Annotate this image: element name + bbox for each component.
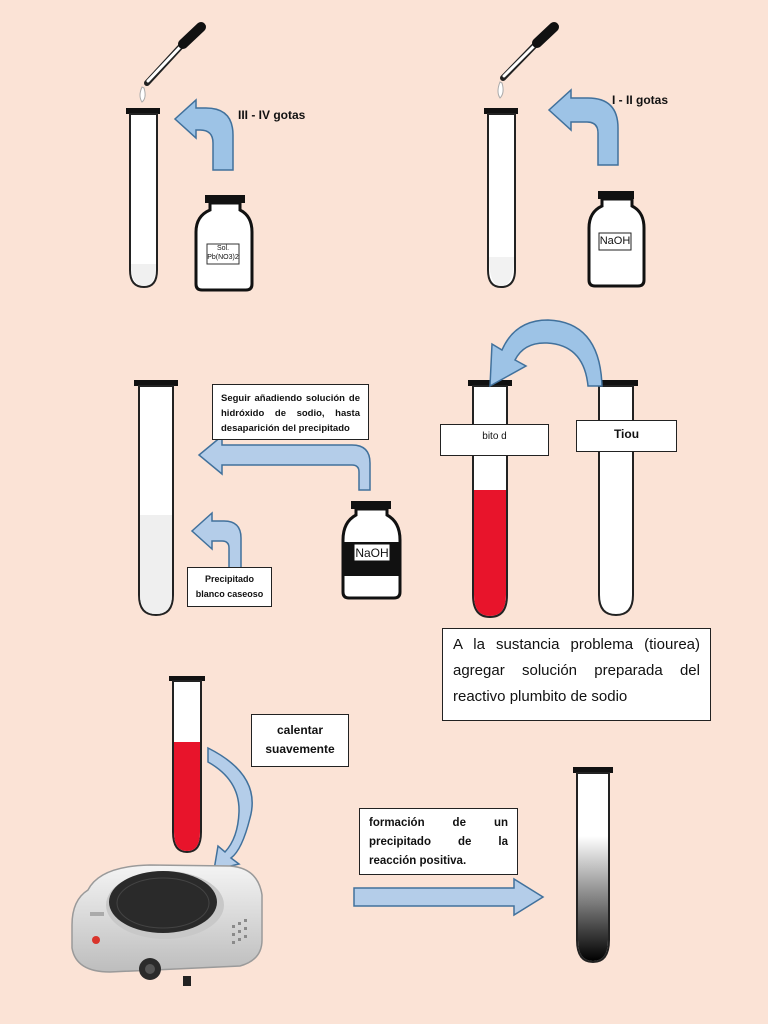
dropper-1	[139, 22, 206, 103]
precipitate-box: Precipitado blanco caseoso	[187, 567, 272, 607]
arrow-3-short	[190, 511, 242, 569]
arrow-2	[547, 88, 619, 166]
bottle-naoh-1	[587, 191, 646, 288]
hot-plate	[71, 864, 263, 986]
instruction-box: A la sustancia problema (tiourea) agrega…	[442, 628, 711, 721]
tube-label-right: Tiou	[576, 420, 677, 452]
dropper-2	[497, 22, 559, 99]
bottle-naoh-label-2: NaOH	[355, 546, 389, 560]
bottle-naoh-label-1: NaOH	[599, 235, 631, 247]
heat-box: calentar suavemente	[251, 714, 349, 767]
test-tube-black-precipitate	[573, 767, 613, 964]
tube-label-left: bito d	[440, 424, 549, 456]
arrow-right	[353, 877, 545, 917]
test-tube-1	[126, 108, 160, 289]
arrow-3-long	[197, 434, 371, 491]
drops-label-iii-iv: III - IV gotas	[238, 108, 306, 122]
test-tube-red	[468, 380, 512, 619]
arrow-1	[173, 98, 234, 171]
bottle-naoh-2	[341, 501, 402, 600]
test-tube-2	[484, 108, 518, 289]
test-tube-white	[594, 380, 638, 617]
test-tube-heating	[169, 676, 205, 854]
curved-arrow-heat	[207, 746, 253, 871]
bottle-pb-label-line1: Sol.	[216, 245, 230, 252]
drops-label-i-ii: I - II gotas	[612, 93, 669, 107]
formation-box: formación de un precipitado de la reacci…	[359, 808, 518, 875]
test-tube-3	[134, 380, 178, 617]
continue-adding-box: Seguir añadiendo solución de hidróxido d…	[212, 384, 369, 440]
bottle-pb	[194, 195, 254, 292]
curved-arrow-transfer	[489, 319, 603, 388]
bottle-pb-label-line2: Pb(NO3)2	[207, 254, 239, 261]
